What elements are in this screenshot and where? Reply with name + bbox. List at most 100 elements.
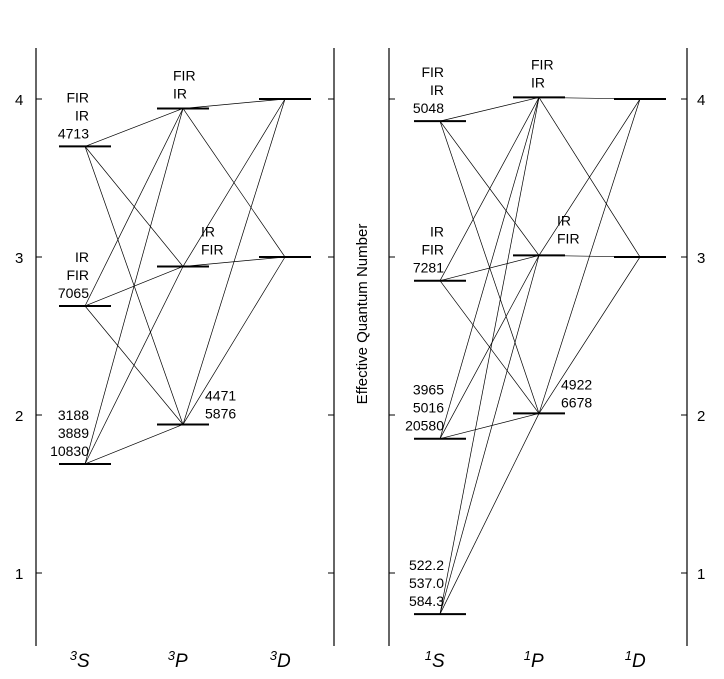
annotation-line: FIR: [66, 89, 89, 105]
annotation-line: 537.0: [409, 575, 444, 591]
annotation-line: 5876: [205, 405, 236, 421]
transition-line: [84, 108, 184, 307]
transition-line: [84, 424, 184, 465]
annotation-s-p2: 4922 6678: [561, 376, 592, 410]
annotation-line: 5016: [413, 400, 444, 416]
tick-label-right: 3: [697, 250, 705, 267]
transition-line: [439, 255, 540, 615]
column-label-letter: S: [77, 651, 90, 672]
annotation-line: FIR: [557, 230, 580, 246]
annotation-s-s2: 3965 5016 20580: [405, 382, 444, 434]
transition-lines: [84, 97, 641, 615]
annotation-line: 10830: [50, 443, 89, 459]
tick-label-right: 2: [697, 408, 705, 425]
column-label-letter: D: [277, 651, 291, 672]
annotation-line: FIR: [201, 241, 224, 257]
annotation-s-s1: 522.2 537.0 584.3: [409, 557, 444, 609]
annotation-s-s4: FIR IR 5048: [413, 64, 444, 116]
annotation-line: 3889: [58, 425, 89, 441]
tick-label-right: 4: [697, 92, 705, 109]
annotation-line: IR: [557, 212, 571, 228]
column-label-letter: S: [432, 651, 445, 672]
transition-line: [439, 97, 540, 615]
transition-line: [439, 280, 540, 414]
annotation-t-p3: IR FIR: [201, 223, 224, 257]
annotation-line: 7281: [413, 260, 444, 276]
annotation-line: IR: [75, 249, 89, 265]
tick-label-left: 2: [15, 408, 23, 425]
annotation-line: FIR: [66, 267, 89, 283]
column-label-superscript: 1: [524, 648, 531, 663]
annotation-line: 6678: [561, 394, 592, 410]
column-label-letter: D: [632, 651, 646, 672]
column-label-superscript: 3: [270, 648, 278, 663]
annotation-line: IR: [75, 107, 89, 123]
transition-line: [439, 413, 540, 440]
y-axis-title: Effective Quantum Number: [354, 224, 371, 405]
annotations: FIRIR4713IRFIR70653188388910830FIRIRIRFI…: [50, 56, 592, 609]
column-label-superscript: 3: [168, 648, 176, 663]
annotation-line: 7065: [58, 285, 89, 301]
axis-ticks: 1 1 2 2 3 3 4 4: [15, 92, 705, 583]
annotation-line: 3965: [413, 382, 444, 398]
tick-label-left: 1: [15, 566, 23, 583]
annotation-t-s3: IR FIR 7065: [58, 249, 89, 301]
transition-line: [439, 121, 540, 414]
transition-line: [182, 98, 286, 109]
transition-line: [439, 97, 540, 122]
annotation-t-p2: 4471 5876: [205, 387, 236, 421]
transition-line: [538, 256, 641, 414]
annotation-line: 20580: [405, 418, 444, 434]
annotation-line: 4922: [561, 376, 592, 392]
annotation-line: IR: [531, 74, 545, 90]
transition-line: [182, 108, 286, 258]
column-label-superscript: 3: [70, 648, 78, 663]
annotation-line: 5048: [413, 100, 444, 116]
transition-line: [182, 256, 286, 425]
annotation-t-p4: FIR IR: [173, 67, 196, 101]
annotation-line: IR: [430, 224, 444, 240]
annotation-s-s3: IR FIR 7281: [413, 224, 444, 276]
annotation-line: IR: [173, 85, 187, 101]
transition-line: [182, 256, 286, 267]
annotation-line: 4471: [205, 387, 236, 403]
column-label-letter: P: [175, 651, 188, 672]
energy-levels: [59, 96, 666, 616]
annotation-t-s4: FIR IR 4713: [58, 89, 89, 141]
transition-line: [538, 97, 641, 258]
annotation-line: FIR: [531, 56, 554, 72]
transition-line: [439, 97, 540, 281]
transition-line: [439, 413, 540, 615]
tick-label-left: 4: [15, 92, 23, 109]
annotation-line: 3188: [58, 407, 89, 423]
tick-label-left: 3: [15, 250, 23, 267]
annotation-line: FIR: [173, 67, 196, 83]
annotation-line: 584.3: [409, 593, 444, 609]
annotation-s-p3: IR FIR: [557, 212, 580, 246]
column-label-letter: P: [531, 651, 544, 672]
annotation-line: IR: [430, 82, 444, 98]
annotation-s-p4: FIR IR: [531, 56, 554, 90]
tick-label-right: 1: [697, 566, 705, 583]
annotation-t-s2: 3188 3889 10830: [50, 407, 89, 459]
transition-line: [84, 146, 184, 267]
annotation-line: 4713: [58, 125, 89, 141]
annotation-line: FIR: [421, 64, 444, 80]
column-label-superscript: 1: [625, 648, 632, 663]
transition-line: [439, 120, 540, 256]
transition-line: [84, 146, 184, 425]
annotation-line: IR: [201, 223, 215, 239]
annotation-line: FIR: [421, 242, 444, 258]
column-label-superscript: 1: [425, 648, 432, 663]
transition-line: [84, 108, 184, 147]
annotation-line: 522.2: [409, 557, 444, 573]
transition-line: [84, 305, 184, 425]
